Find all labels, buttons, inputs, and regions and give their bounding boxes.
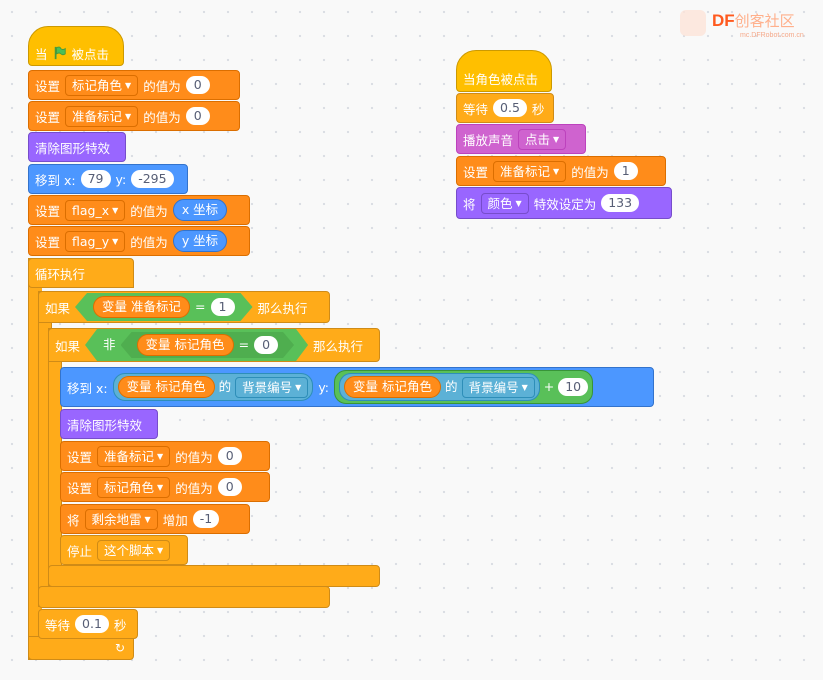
variable-dropdown[interactable]: 准备标记▼ (97, 445, 171, 467)
stop-option-dropdown[interactable]: 这个脚本▼ (97, 539, 171, 561)
goto-xy-backdrop-block[interactable]: 移到 x: 变量标记角色 的 背景编号▼ y: 变量标记角色 的 背景编号▼ +… (60, 367, 654, 407)
variable-dropdown[interactable]: 标记角色▼ (65, 74, 139, 96)
when-flag-clicked-hat[interactable]: 当 被点击 (28, 26, 124, 66)
if-ready-mark-block[interactable]: 如果 变量准备标记 = 1 那么执行 (38, 291, 330, 323)
value-input[interactable]: 0 (185, 76, 210, 94)
play-sound-block[interactable]: 播放声音 点击▼ (456, 124, 586, 154)
caret-down-icon: ▼ (553, 134, 560, 144)
sound-dropdown[interactable]: 点击▼ (518, 128, 567, 150)
set-ready-mark-block[interactable]: 设置 准备标记▼ 的值为 0 (28, 101, 240, 131)
caret-down-icon: ▼ (295, 382, 302, 392)
value-input[interactable]: 0 (185, 107, 210, 125)
set-mark-role-block[interactable]: 设置 标记角色▼ 的值为 0 (28, 70, 240, 100)
caret-down-icon: ▼ (515, 198, 522, 208)
when-sprite-clicked-hat[interactable]: 当角色被点击 (456, 50, 552, 92)
x-position-reporter[interactable]: x 坐标 (172, 199, 228, 221)
change-remaining-mines-block[interactable]: 将 剩余地雷▼ 增加 -1 (60, 504, 250, 534)
watermark-logo: DF创客社区 (712, 11, 795, 30)
set-ready-mark-block[interactable]: 设置 准备标记▼ 的值为 0 (60, 441, 270, 471)
set-effect-block[interactable]: 将 颜色▼ 特效设定为 133 (456, 187, 672, 219)
wait-block[interactable]: 等待 0.5 秒 (456, 93, 554, 123)
green-flag-icon (54, 46, 66, 60)
clear-graphic-effects-block[interactable]: 清除图形特效 (28, 132, 126, 162)
not-condition[interactable]: 非 变量标记角色 = 0 (85, 329, 308, 361)
equals-condition[interactable]: 变量标记角色 = 0 (121, 332, 295, 358)
caret-down-icon: ▼ (125, 80, 132, 90)
caret-down-icon: ▼ (521, 382, 528, 392)
compare-value-input[interactable]: 0 (254, 336, 278, 354)
value-input[interactable]: 0 (217, 447, 242, 465)
set-ready-mark-block[interactable]: 设置 准备标记▼ 的值为 1 (456, 156, 666, 186)
effect-value-input[interactable]: 133 (601, 194, 640, 212)
variable-reporter[interactable]: 变量准备标记 (93, 296, 190, 318)
add-value-input[interactable]: 10 (558, 378, 589, 396)
variable-reporter[interactable]: 变量标记角色 (344, 376, 442, 398)
variable-reporter[interactable]: 变量标记角色 (137, 334, 234, 356)
caret-down-icon: ▼ (553, 166, 560, 176)
if2-bottom (48, 565, 380, 587)
caret-down-icon: ▼ (125, 111, 132, 121)
variable-dropdown[interactable]: flag_x▼ (65, 199, 126, 221)
set-flag-y-block[interactable]: 设置 flag_y▼ 的值为 y 坐标 (28, 226, 250, 256)
stop-block[interactable]: 停止 这个脚本▼ (60, 535, 188, 565)
caret-down-icon: ▼ (112, 205, 119, 215)
of-sensing-reporter[interactable]: 变量标记角色 的 背景编号▼ (339, 373, 540, 401)
wait-seconds-input[interactable]: 0.1 (75, 615, 109, 633)
variable-dropdown[interactable]: 标记角色▼ (97, 476, 171, 498)
wait-seconds-input[interactable]: 0.5 (493, 99, 527, 117)
watermark-logo-icon (680, 10, 706, 36)
goto-xy-block[interactable]: 移到 x: 79 y: -295 (28, 164, 188, 194)
variable-dropdown[interactable]: 准备标记▼ (493, 160, 567, 182)
property-dropdown[interactable]: 背景编号▼ (461, 376, 535, 398)
variable-dropdown[interactable]: flag_y▼ (65, 230, 126, 252)
if-not-mark-role-block[interactable]: 如果 非 变量标记角色 = 0 那么执行 (48, 328, 380, 362)
value-input[interactable]: 1 (613, 162, 638, 180)
property-dropdown[interactable]: 背景编号▼ (235, 376, 309, 398)
caret-down-icon: ▼ (144, 514, 151, 524)
wait-block[interactable]: 等待 0.1 秒 (38, 609, 138, 639)
forever-block[interactable]: 循环执行 (28, 258, 134, 288)
clear-graphic-effects-block[interactable]: 清除图形特效 (60, 409, 158, 439)
variable-reporter[interactable]: 变量标记角色 (117, 376, 215, 398)
equals-condition[interactable]: 变量准备标记 = 1 (75, 293, 253, 321)
watermark-url: mc.DFRobot.com.cn (740, 32, 804, 39)
y-input[interactable]: -295 (131, 170, 174, 188)
variable-dropdown[interactable]: 准备标记▼ (65, 105, 139, 127)
caret-down-icon: ▼ (157, 482, 164, 492)
caret-down-icon: ▼ (157, 451, 164, 461)
compare-value-input[interactable]: 1 (211, 298, 235, 316)
add-operator[interactable]: 变量标记角色 的 背景编号▼ + 10 (334, 370, 594, 404)
set-flag-x-block[interactable]: 设置 flag_x▼ 的值为 x 坐标 (28, 195, 250, 225)
caret-down-icon: ▼ (157, 545, 164, 555)
of-sensing-reporter[interactable]: 变量标记角色 的 背景编号▼ (112, 373, 314, 401)
set-mark-role-block[interactable]: 设置 标记角色▼ 的值为 0 (60, 472, 270, 502)
caret-down-icon: ▼ (112, 236, 119, 246)
value-input[interactable]: -1 (192, 510, 220, 528)
effect-dropdown[interactable]: 颜色▼ (480, 192, 529, 214)
value-input[interactable]: 0 (217, 478, 242, 496)
x-input[interactable]: 79 (80, 170, 111, 188)
forever-bottom[interactable]: ↻ (28, 636, 134, 660)
if1-bottom (38, 586, 330, 608)
variable-dropdown[interactable]: 剩余地雷▼ (84, 508, 158, 530)
y-position-reporter[interactable]: y 坐标 (172, 230, 228, 252)
